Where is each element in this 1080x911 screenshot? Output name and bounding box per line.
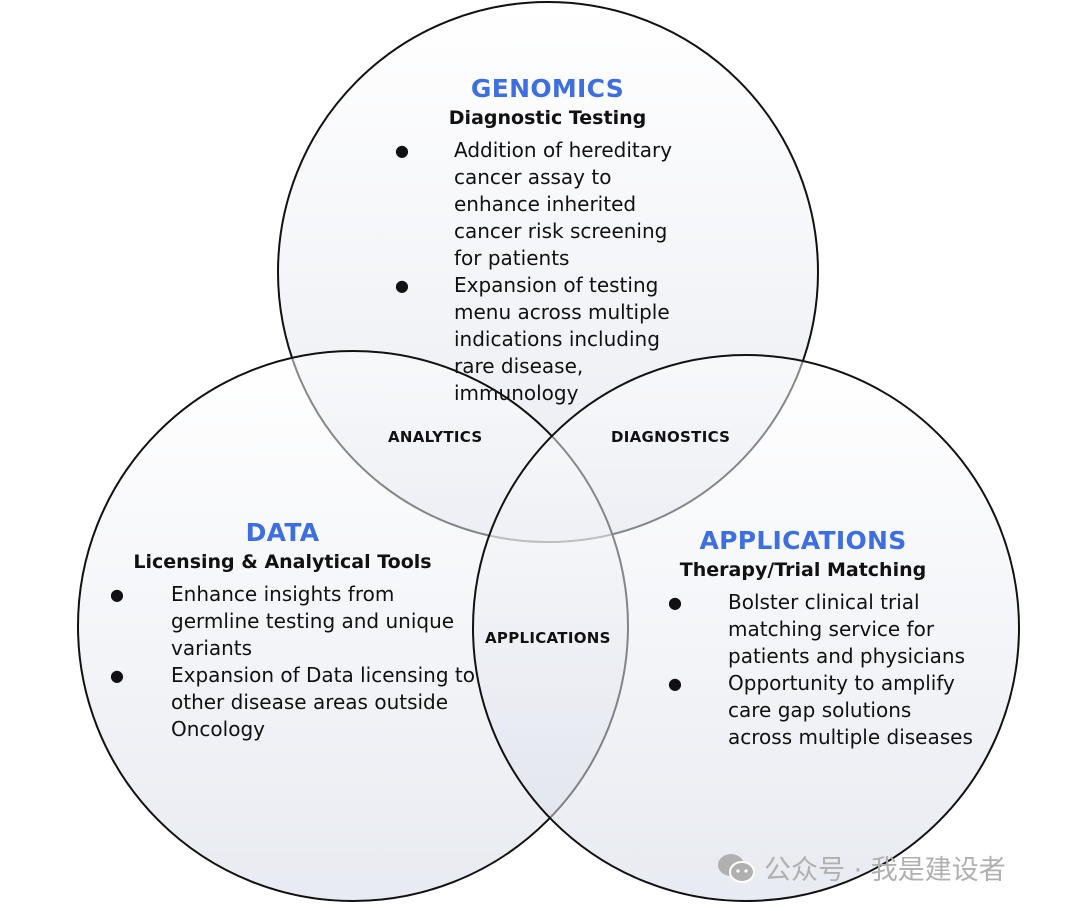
applications-section: APPLICATIONS Therapy/Trial Matching ● Bol… <box>668 526 978 751</box>
list-item: ● Opportunity to amplify care gap solutio… <box>668 670 978 751</box>
bullet-text: Addition of hereditary cancer assay to e… <box>454 138 673 270</box>
circle-applications <box>472 354 1020 902</box>
bullet-icon: ● <box>110 585 124 604</box>
genomics-title: GENOMICS <box>470 74 625 103</box>
bullet-icon: ● <box>668 674 682 693</box>
data-title: DATA <box>245 518 320 547</box>
bullet-icon: ● <box>110 666 124 685</box>
bullet-text: Opportunity to amplify care gap solution… <box>728 671 973 749</box>
bullet-icon: ● <box>395 141 409 160</box>
watermark-text: 公众号 · 我是建设者 <box>764 855 1006 886</box>
bullet-text: Expansion of Data licensing to other dis… <box>171 663 475 741</box>
wechat-icon <box>718 853 755 883</box>
list-item: ● Bolster clinical trial matching service… <box>668 589 978 670</box>
overlap-center-label: APPLICATIONS <box>485 629 611 647</box>
bullet-text: Bolster clinical trial matching service … <box>728 590 966 668</box>
list-item: ● Expansion of Data licensing to other di… <box>110 662 480 743</box>
bullet-text: Expansion of testing menu across multipl… <box>454 273 670 405</box>
data-section: DATA Licensing & Analytical Tools ● Enhan… <box>110 518 480 743</box>
list-item: ● Expansion of testing menu across multip… <box>395 272 695 407</box>
watermark: 公众号 · 我是建设者 <box>716 848 1006 887</box>
genomics-subtitle: Diagnostic Testing <box>448 107 647 129</box>
bullet-icon: ● <box>395 276 409 295</box>
list-item: ● Addition of hereditary cancer assay to … <box>395 137 695 272</box>
bullet-icon: ● <box>668 593 682 612</box>
list-item: ● Enhance insights from germline testing … <box>110 581 480 662</box>
data-subtitle: Licensing & Analytical Tools <box>133 551 432 573</box>
applications-title: APPLICATIONS <box>699 526 907 555</box>
applications-subtitle: Therapy/Trial Matching <box>679 559 927 581</box>
overlap-diagnostics-label: DIAGNOSTICS <box>611 428 731 446</box>
genomics-section: GENOMICS Diagnostic Testing ● Addition of… <box>395 74 700 407</box>
bullet-text: Enhance insights from germline testing a… <box>171 582 455 660</box>
overlap-analytics-label: ANALYTICS <box>388 428 483 446</box>
